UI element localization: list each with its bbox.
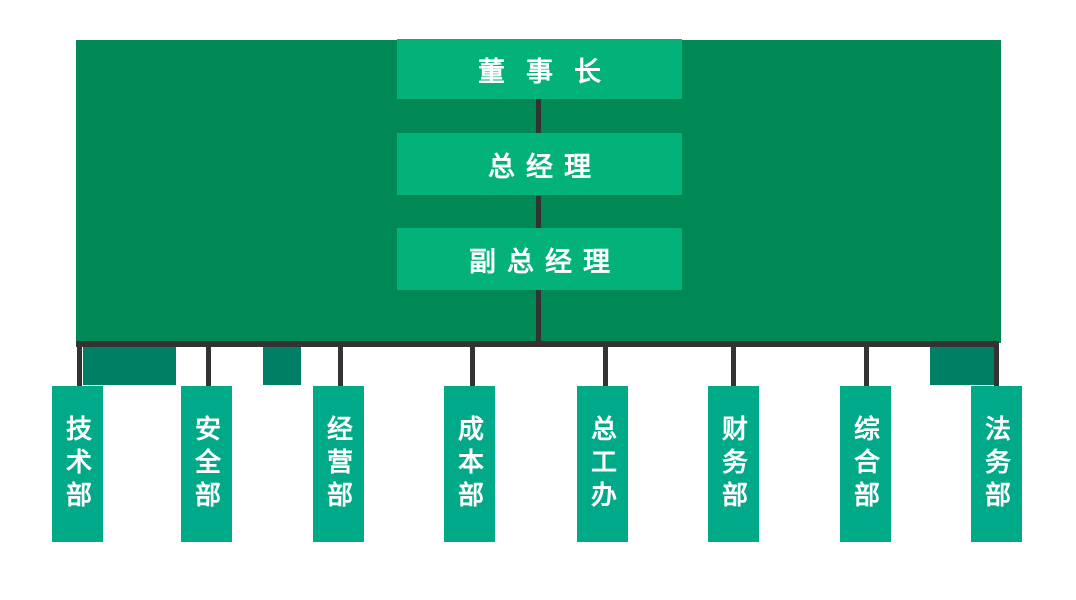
- connector-dgm-to-bar: [536, 289, 541, 343]
- dept-box-label: 经营部: [323, 414, 354, 514]
- dept-box-operations: 经营部: [313, 386, 364, 542]
- connector-horizontal-bar: [76, 341, 999, 347]
- panel-tab-middle: [263, 347, 301, 385]
- level-box-label: 副总经理: [469, 246, 621, 277]
- level-box-chairman: 董事长: [397, 39, 682, 99]
- dept-box-label: 技术部: [62, 414, 93, 514]
- connector-dept-chief-engineer-office: [603, 347, 608, 386]
- level-box-deputy-general-manager: 副总经理: [397, 228, 682, 290]
- dept-box-safety: 安全部: [181, 386, 232, 542]
- dept-box-technology: 技术部: [52, 386, 103, 542]
- connector-dept-finance: [731, 347, 736, 386]
- dept-box-label: 成本部: [454, 414, 485, 514]
- dept-box-cost: 成本部: [444, 386, 495, 542]
- connector-dept-general-affairs: [864, 347, 869, 386]
- connector-gm-to-dgm: [536, 196, 541, 229]
- panel-tab-right: [930, 347, 994, 385]
- dept-box-chief-engineer-office: 总工办: [577, 386, 628, 542]
- connector-dept-legal: [994, 347, 999, 386]
- dept-box-finance: 财务部: [708, 386, 759, 542]
- connector-dept-operations: [338, 347, 343, 386]
- dept-box-label: 综合部: [850, 414, 881, 514]
- dept-box-label: 安全部: [191, 414, 222, 514]
- panel-tab-left: [83, 347, 176, 385]
- connector-chairman-to-gm: [536, 98, 541, 134]
- level-box-label: 总经理: [488, 151, 602, 182]
- connector-dept-safety: [206, 347, 211, 386]
- dept-box-label: 法务部: [981, 414, 1012, 514]
- connector-dept-cost: [470, 347, 475, 386]
- level-box-label: 董事长: [478, 56, 622, 87]
- dept-box-legal: 法务部: [971, 386, 1022, 542]
- dept-box-general-affairs: 综合部: [840, 386, 891, 542]
- dept-box-label: 总工办: [587, 414, 618, 514]
- connector-dept-technology: [77, 347, 82, 386]
- level-box-general-manager: 总经理: [397, 133, 682, 195]
- dept-box-label: 财务部: [718, 414, 749, 514]
